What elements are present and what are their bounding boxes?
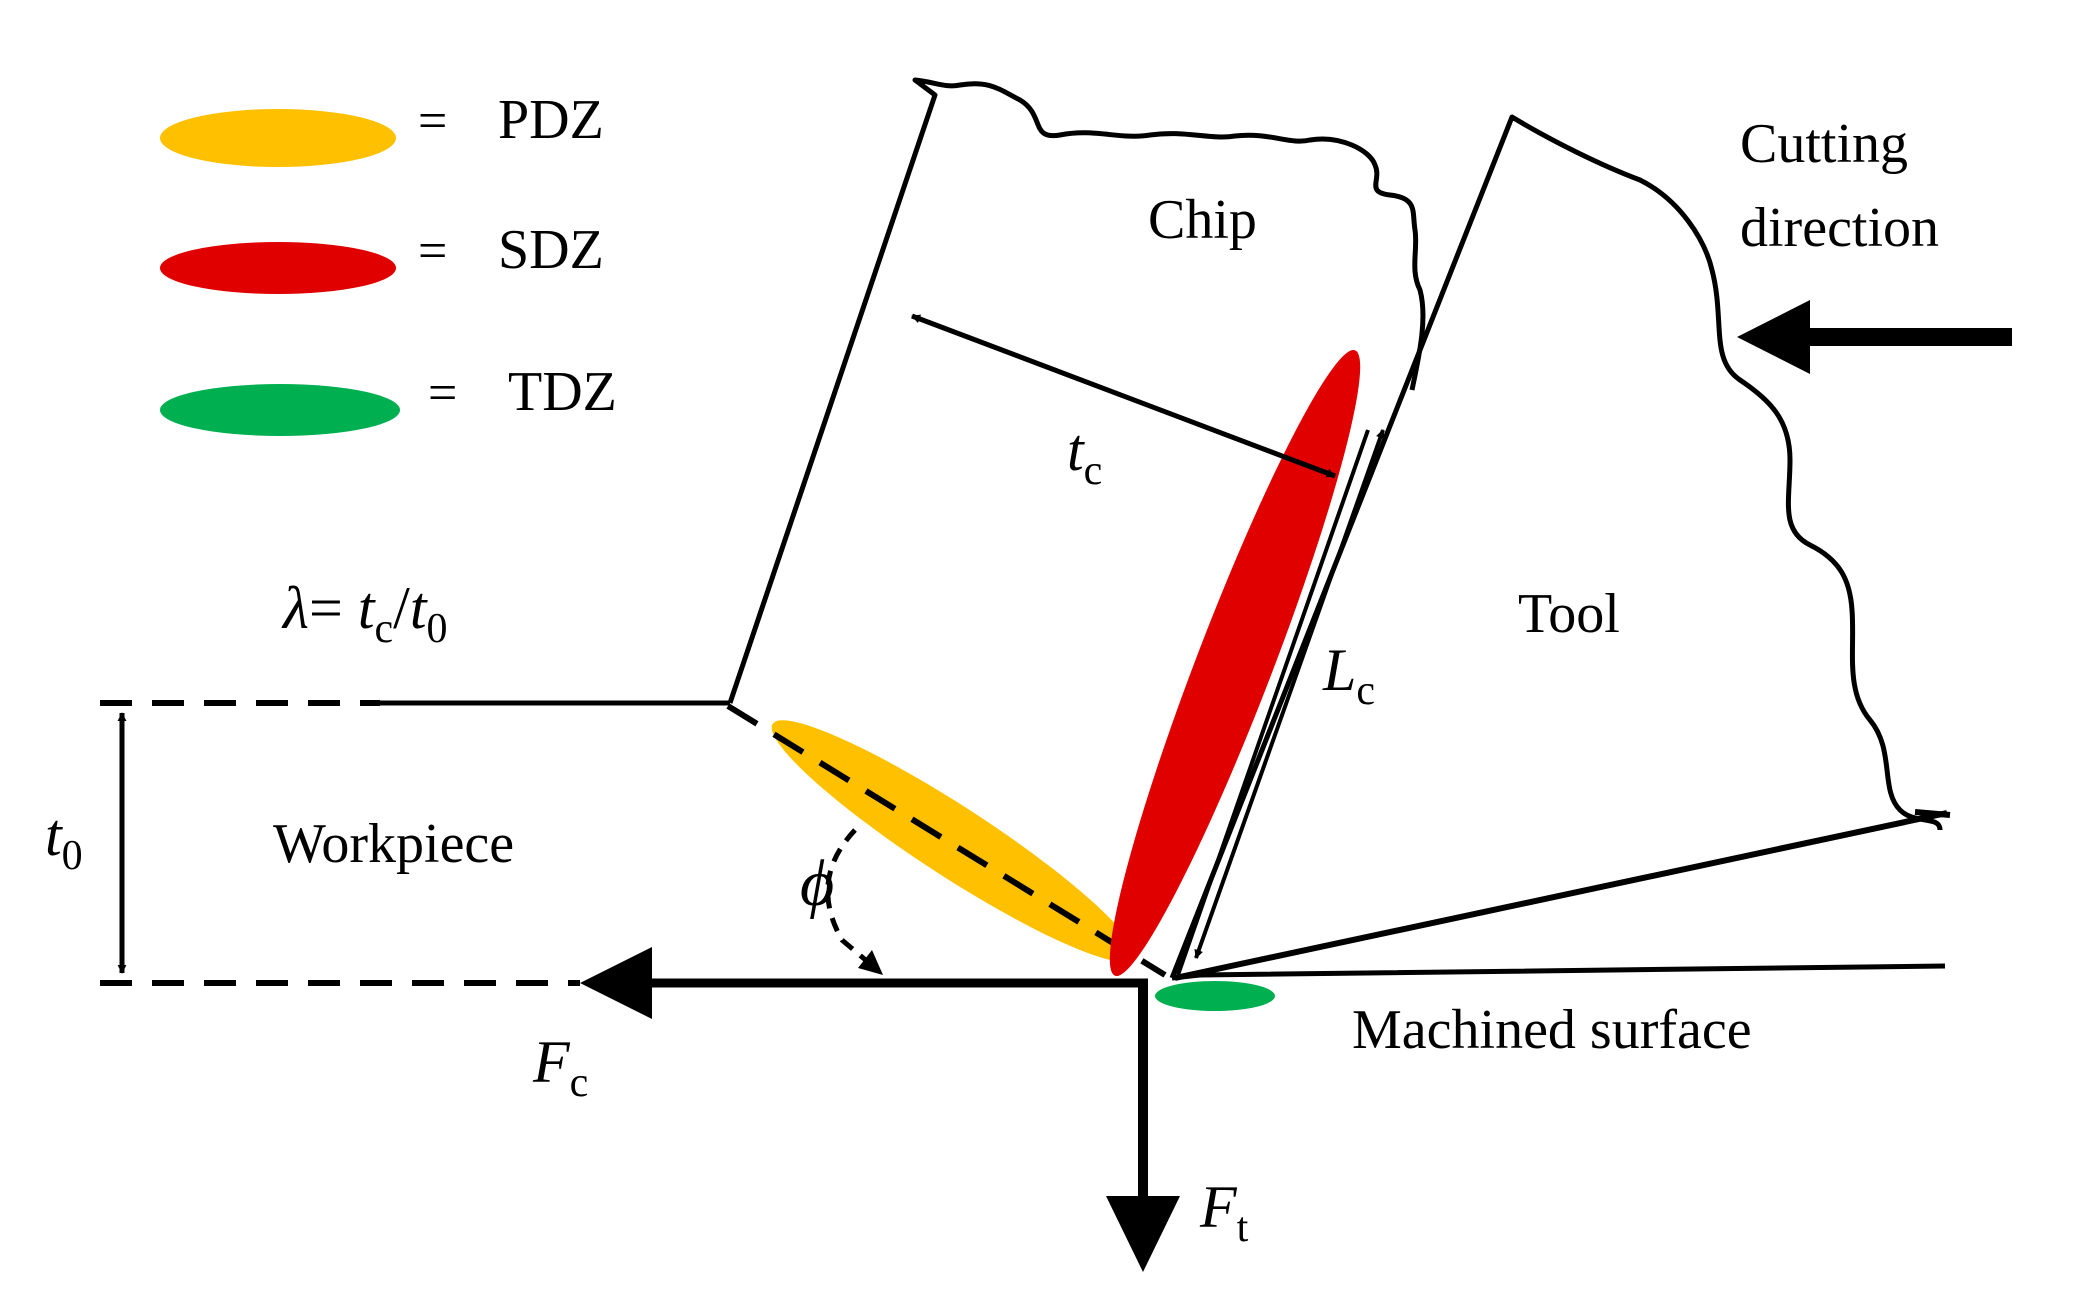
legend-eq-pdz: = (418, 93, 447, 150)
legend-eq-tdz: = (428, 365, 457, 422)
chip-thickness-label: tc (1067, 417, 1102, 494)
cutting-force-label: Fc (532, 1029, 588, 1106)
thrust-force-sub: t (1237, 1205, 1249, 1251)
cutting-direction-arrowhead (1737, 300, 1810, 374)
chip-ratio-lambda: λ (281, 575, 309, 641)
workpiece-label: Workpiece (273, 813, 514, 875)
cutting-force-arrowhead (580, 947, 652, 1019)
chip-ratio-label: λ= tc/t0 (281, 575, 448, 652)
legend: = PDZ = SDZ = TDZ (160, 89, 617, 436)
chip-ratio-0: 0 (427, 606, 448, 652)
cutting-direction-label-line2: direction (1740, 197, 1939, 259)
uncut-thickness-sub: 0 (62, 833, 83, 879)
uncut-thickness-label: t0 (45, 802, 83, 879)
tool-outline (1169, 114, 1943, 979)
contact-length-arrow (1194, 429, 1385, 959)
legend-swatch-sdz (160, 242, 396, 294)
tool-flank-tip (1914, 809, 1951, 818)
shear-angle-arrowhead (858, 950, 883, 975)
chip-ratio-t2: t (410, 575, 428, 641)
tertiary-deformation-zone (1155, 981, 1275, 1011)
legend-swatch-pdz (160, 109, 396, 167)
thrust-force-arrowhead (1106, 1196, 1180, 1272)
cutting-direction-label-line1: Cutting (1740, 113, 1908, 175)
tool-flank-line (1174, 810, 1948, 981)
shear-angle-label: ϕ (800, 847, 834, 920)
legend-label-pdz: PDZ (498, 89, 604, 151)
chip-outline (727, 77, 1426, 704)
machined-surface-line (1171, 963, 1946, 981)
cutting-force-main: F (532, 1029, 571, 1095)
chip-ratio-eq: = (309, 575, 358, 641)
legend-label-sdz: SDZ (498, 219, 604, 281)
contact-length-sub: c (1356, 668, 1375, 714)
chip-thickness-main: t (1067, 417, 1085, 483)
chip-thickness-arrow (911, 313, 1336, 479)
contact-length-main: L (1322, 637, 1356, 703)
tool-label: Tool (1518, 583, 1620, 645)
contact-length-label: Lc (1322, 637, 1375, 714)
thrust-force-label: Ft (1199, 1174, 1249, 1251)
shear-angle-arc (825, 828, 877, 970)
legend-label-tdz: TDZ (508, 361, 617, 423)
chip-label: Chip (1148, 189, 1257, 251)
shear-plane-dashed (726, 703, 1167, 978)
thrust-force-main: F (1199, 1174, 1238, 1240)
chip-thickness-sub: c (1084, 448, 1103, 494)
cutting-force-sub: c (570, 1060, 589, 1106)
chip-ratio-c: c (375, 606, 394, 652)
chip-ratio-t1: t (358, 575, 376, 641)
machined-surface-label: Machined surface (1352, 999, 1752, 1061)
legend-eq-sdz: = (418, 223, 447, 280)
chip-ratio-slash: / (393, 575, 410, 641)
legend-swatch-tdz (160, 384, 400, 436)
primary-deformation-zone (771, 720, 1135, 962)
uncut-thickness-main: t (45, 802, 63, 868)
